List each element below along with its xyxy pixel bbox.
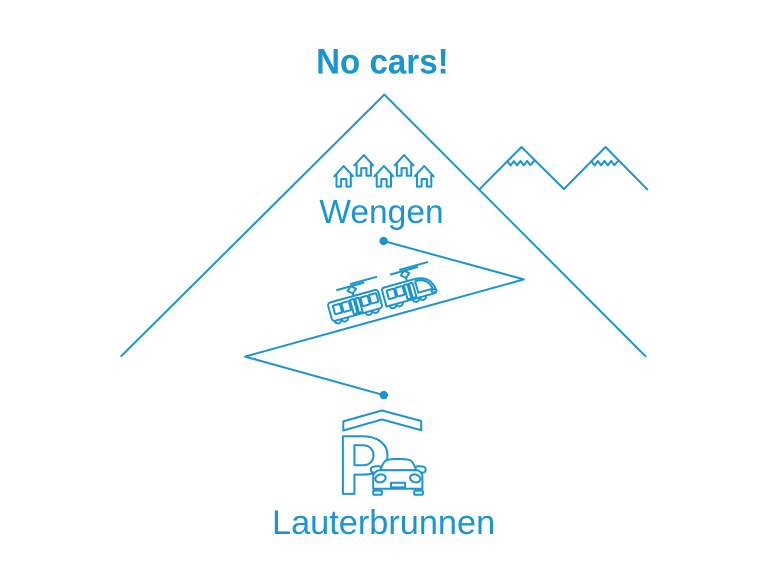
- svg-text:Lauterbrunnen: Lauterbrunnen: [272, 504, 495, 542]
- svg-text:Wengen: Wengen: [319, 194, 443, 231]
- svg-text:No cars!: No cars!: [316, 43, 449, 82]
